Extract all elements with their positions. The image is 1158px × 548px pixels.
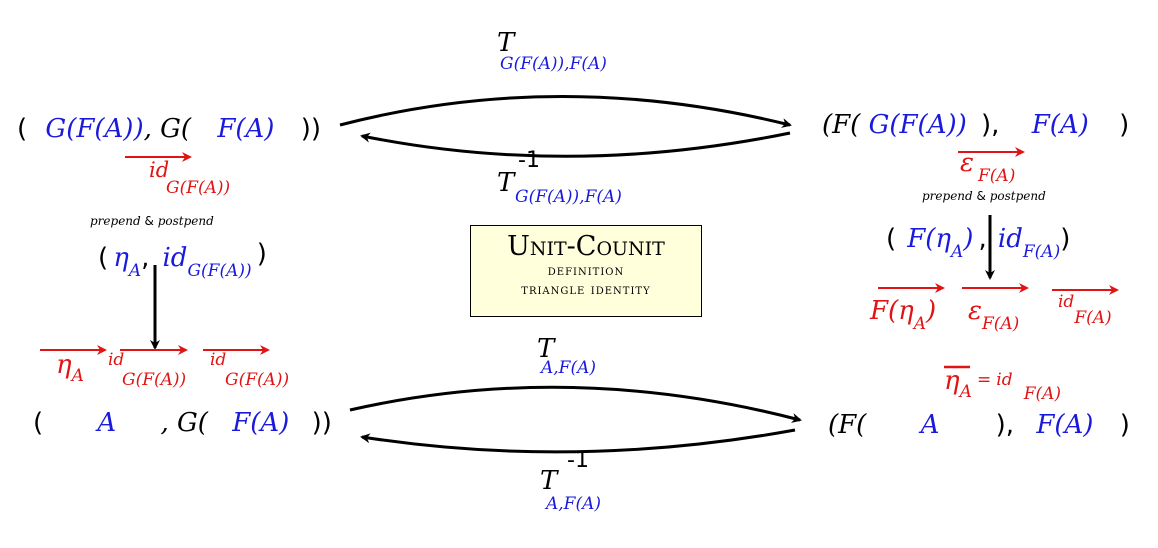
top-tinv-label: T	[497, 168, 515, 198]
pair-comma: ,	[141, 243, 150, 273]
bottom-left-tuple: ( A , G( F(A) ))	[33, 410, 332, 436]
top-tinv-sub: G(F(A)),F(A)	[515, 187, 622, 207]
pair-open: (	[886, 224, 897, 254]
id-sub: G(F(A))	[166, 178, 231, 198]
pair-close: )	[256, 239, 267, 269]
open-f: (F(	[828, 410, 867, 440]
paren-close: ))	[300, 114, 321, 144]
top-forward-arrow	[339, 95, 792, 128]
top-t-label: T	[497, 28, 515, 58]
postpend-word: postpend	[989, 189, 1046, 203]
comma-g: , G(	[143, 114, 192, 144]
close-comma: ),	[995, 410, 1015, 440]
eta-sub: A	[128, 261, 142, 281]
result-id2: id	[210, 350, 227, 370]
f-a: F(A)	[217, 114, 275, 144]
paren-close: )	[1119, 110, 1130, 140]
right-equation: ηA = id F(A)	[944, 366, 1061, 403]
left-pair: ( ηA, idG(F(A)) )	[98, 241, 267, 280]
result-eta-sub: A	[71, 366, 84, 386]
eq-sign: =	[976, 370, 992, 390]
f-a: F(A)	[1036, 410, 1094, 440]
box-title: Unit-Counit	[507, 231, 665, 262]
eps-label: ε	[960, 148, 974, 178]
eq-eta-sub: A	[959, 382, 972, 402]
bottom-tinv-exp: -1	[567, 448, 589, 473]
f-eta-close: )	[963, 224, 974, 254]
top-inverse-arrow	[360, 131, 791, 158]
prepend-postpend-left: prepend & postpend	[90, 215, 214, 227]
f-a: F(A)	[1031, 110, 1089, 140]
pair-comma: ,	[978, 224, 987, 254]
f-a: F(A)	[232, 408, 290, 438]
bottom-tinv-sub: A,F(A)	[546, 494, 602, 514]
id: id	[997, 224, 1023, 254]
eps-sub: F(A)	[978, 166, 1016, 186]
eq-id-sub: F(A)	[1023, 384, 1062, 404]
right-pair: ( F(ηA) , idF(A))	[886, 224, 1071, 261]
pair-close: )	[1060, 224, 1071, 254]
top-right-tuple: (F( G(F(A)) ), F(A) )	[822, 112, 1129, 138]
right-result-id: idF(A)	[1058, 292, 1112, 327]
f-eta: F(η	[907, 224, 952, 254]
eta: η	[113, 243, 129, 273]
result-id2-sub: G(F(A))	[225, 370, 290, 390]
f-eta-sub: A	[951, 242, 964, 262]
result-f-eta-sub: A	[913, 314, 927, 334]
box-line-triangle: triangle identity	[521, 282, 651, 299]
result-id-sub: F(A)	[1074, 308, 1112, 328]
close-comma: ),	[981, 110, 1000, 140]
result-eps-sub: F(A)	[981, 314, 1020, 334]
paren-open: (	[17, 114, 28, 144]
unit-counit-box: Unit-Counit definition triangle identity	[470, 225, 702, 317]
top-left-tuple: ( G(F(A)), G( F(A) ))	[17, 116, 321, 142]
top-tinv-exp: -1	[518, 148, 540, 173]
paren-close: ))	[311, 408, 332, 438]
g-f-a: G(F(A))	[868, 110, 967, 140]
bottom-inverse-arrow	[360, 428, 796, 454]
prepend-word: prepend	[90, 214, 141, 228]
right-result-eps: εF(A)	[968, 296, 1019, 333]
id: id	[162, 243, 188, 273]
top-t-sub: G(F(A)),F(A)	[500, 54, 607, 74]
bottom-t-sub: A,F(A)	[541, 358, 597, 378]
comma-g: , G(	[160, 408, 208, 438]
result-id: id	[1058, 292, 1075, 312]
paren-close: )	[1119, 410, 1130, 440]
bottom-tinv-label: T	[540, 466, 558, 496]
bottom-t-label: T	[537, 334, 555, 364]
postpend-word: postpend	[157, 214, 214, 228]
bottom-right-tuple: (F( A ), F(A) )	[828, 412, 1130, 438]
paren-open: (	[33, 408, 44, 438]
a: A	[97, 408, 117, 438]
result-id1: id	[108, 350, 125, 370]
prepend-word: prepend	[922, 189, 973, 203]
box-line-definition: definition	[547, 262, 625, 279]
result-id1-sub: G(F(A))	[122, 370, 187, 390]
id-label: id	[149, 158, 170, 182]
id-sub: G(F(A))	[187, 261, 252, 281]
pair-open: (	[98, 243, 109, 273]
id-sub: F(A)	[1022, 242, 1061, 262]
amp: &	[144, 214, 154, 228]
result-f-eta: F(η	[870, 296, 914, 326]
result-f-eta-close: )	[926, 296, 937, 326]
eq-eta: η	[944, 366, 960, 396]
prepend-postpend-right: prepend & postpend	[922, 190, 1046, 202]
result-eps: ε	[968, 296, 982, 326]
bottom-forward-arrow	[349, 385, 802, 423]
amp: &	[976, 189, 986, 203]
result-eta: η	[56, 350, 72, 380]
open-f: (F(	[822, 110, 861, 140]
eq-id: id	[996, 370, 1013, 390]
right-result-f-eta: F(ηA)	[870, 296, 937, 333]
g-f-a: G(F(A))	[45, 114, 144, 144]
left-result: ηA	[56, 350, 84, 385]
a: A	[920, 410, 940, 440]
